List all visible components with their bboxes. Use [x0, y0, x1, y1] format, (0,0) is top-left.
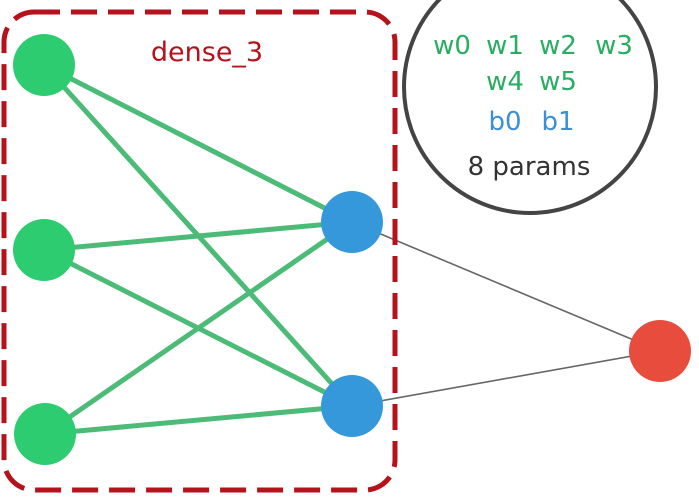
hidden-nodes — [321, 191, 383, 437]
output-connections — [351, 221, 661, 407]
weight-label: w2 — [539, 31, 577, 61]
input-node — [14, 403, 76, 465]
weight-label: w4 — [486, 67, 524, 97]
param-count-label: 8 params — [468, 152, 591, 182]
weight-label: w3 — [595, 31, 633, 61]
hidden-node — [321, 375, 383, 437]
edge-h1-out — [351, 350, 661, 407]
edge-in0-h0 — [41, 62, 355, 225]
edge-h0-out — [351, 221, 661, 352]
weight-label: w0 — [433, 31, 471, 61]
layer-title: dense_3 — [151, 37, 263, 68]
weight-label: w5 — [539, 67, 577, 97]
bias-label: b1 — [541, 107, 574, 137]
param-summary-circle — [402, 0, 658, 215]
dense-connections — [41, 62, 355, 437]
bias-label: b0 — [488, 107, 521, 137]
weight-label: w1 — [486, 31, 524, 61]
output-node — [629, 320, 691, 382]
edge-in2-h0 — [42, 219, 355, 437]
input-node — [13, 219, 75, 281]
edge-in2-h1 — [42, 403, 355, 437]
param-summary: w0 w1 w2 w3 w4 w5 b0 b1 8 params — [402, 0, 658, 215]
hidden-node — [321, 191, 383, 253]
input-node — [13, 34, 75, 96]
edge-in1-h0 — [41, 219, 355, 253]
layer-frame — [1, 9, 398, 493]
input-nodes — [13, 34, 76, 465]
output-nodes — [629, 320, 691, 382]
